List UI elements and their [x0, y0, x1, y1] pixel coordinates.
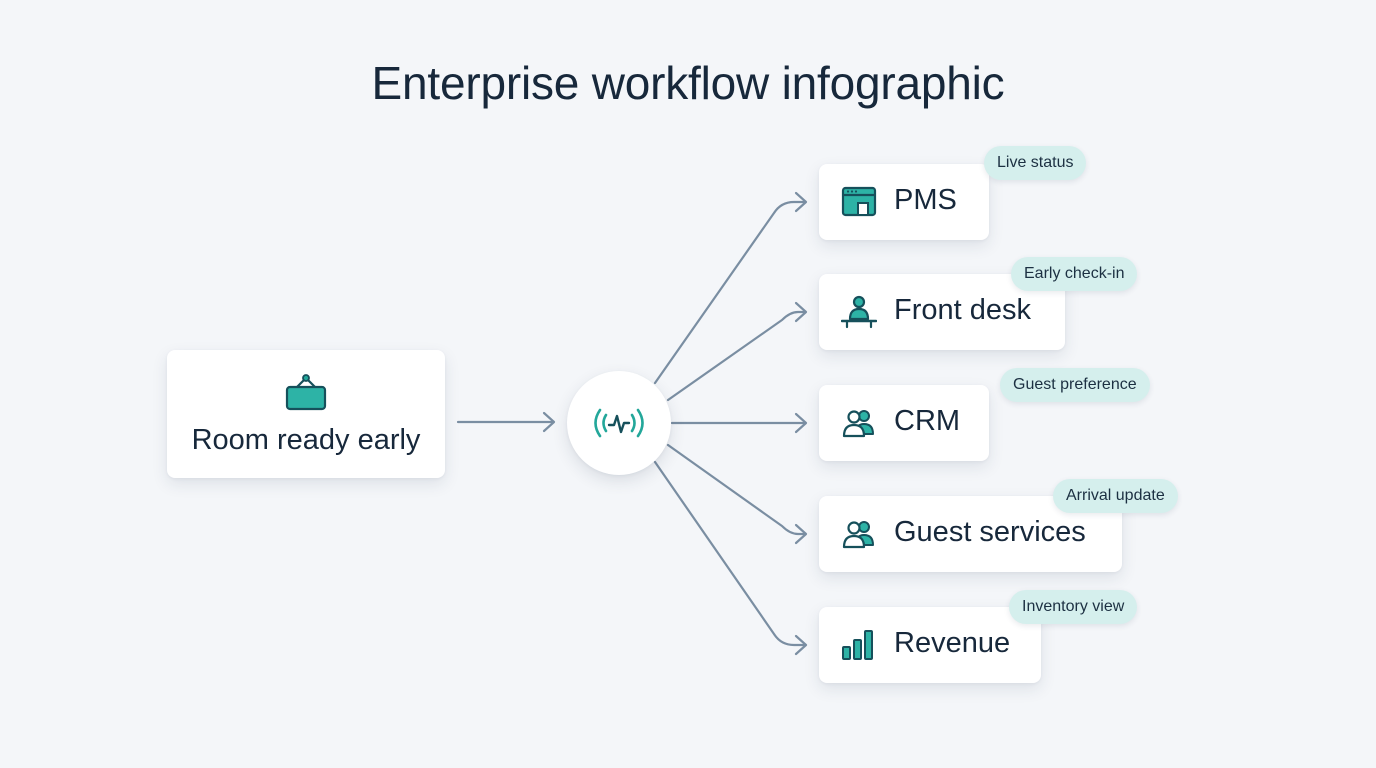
users-icon — [841, 517, 877, 551]
browser-window-icon — [841, 185, 877, 219]
arrowhead-crm — [794, 412, 808, 434]
badge-arrival-update: Arrival update — [1053, 479, 1178, 513]
arrowhead-pms — [794, 191, 808, 213]
badge-guest-preference: Guest preference — [1000, 368, 1150, 402]
arrowhead-revenue — [794, 634, 808, 656]
connector-hub-revenue — [653, 460, 807, 647]
arrowhead-front-desk — [794, 301, 808, 323]
integration-hub — [567, 371, 671, 475]
connector-hub-guest-services — [666, 443, 807, 536]
target-card-crm: CRM — [819, 385, 989, 461]
hanging-sign-icon — [285, 372, 327, 412]
front-desk-agent-icon — [840, 295, 878, 329]
bar-chart-icon — [841, 628, 877, 662]
signal-pulse-icon — [594, 408, 644, 438]
target-label-crm: CRM — [894, 405, 961, 437]
arrowhead-source-hub — [542, 411, 556, 433]
users-icon — [841, 406, 877, 440]
badge-early-check-in: Early check-in — [1011, 257, 1138, 291]
connector-hub-front-desk — [666, 310, 807, 402]
page-title: Enterprise workflow infographic — [371, 57, 1005, 109]
target-label-front-desk: Front desk — [894, 294, 1031, 326]
target-card-pms: PMS — [819, 164, 989, 240]
source-card: Room ready early — [167, 350, 445, 478]
target-label-revenue: Revenue — [894, 627, 1011, 659]
target-card-revenue: Revenue — [819, 607, 1041, 683]
source-label: Room ready early — [191, 424, 421, 456]
connector-hub-pms — [653, 200, 807, 385]
badge-inventory-view: Inventory view — [1009, 590, 1138, 624]
target-label-guest-services: Guest services — [894, 516, 1086, 548]
arrowhead-guest-services — [794, 523, 808, 545]
target-label-pms: PMS — [894, 184, 957, 216]
badge-live-status: Live status — [984, 146, 1087, 180]
